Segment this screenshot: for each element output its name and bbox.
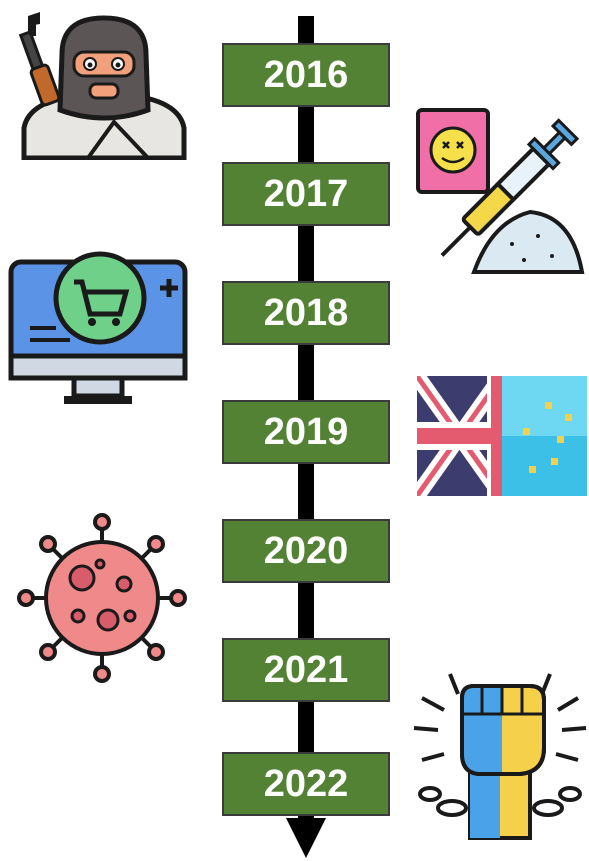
virus-icon — [17, 513, 187, 683]
drugs-icon — [416, 108, 585, 274]
terrorist-icon — [18, 12, 187, 160]
year-label: 2018 — [263, 291, 349, 334]
year-label: 2019 — [263, 410, 349, 453]
raised-fist-icon — [413, 673, 587, 840]
year-box-2022: 2022 — [222, 752, 390, 816]
year-box-2021: 2021 — [222, 638, 390, 702]
year-box-2018: 2018 — [222, 281, 390, 345]
year-box-2017: 2017 — [222, 162, 390, 226]
year-label: 2021 — [263, 648, 349, 691]
year-box-2019: 2019 — [222, 400, 390, 464]
year-label: 2017 — [263, 172, 349, 215]
year-label: 2022 — [263, 762, 349, 805]
year-box-2016: 2016 — [222, 43, 390, 107]
uk-eu-flag-icon — [417, 376, 587, 496]
year-box-2020: 2020 — [222, 519, 390, 583]
year-label: 2020 — [263, 529, 349, 572]
online-shopping-icon — [8, 251, 188, 404]
year-label: 2016 — [263, 53, 349, 96]
